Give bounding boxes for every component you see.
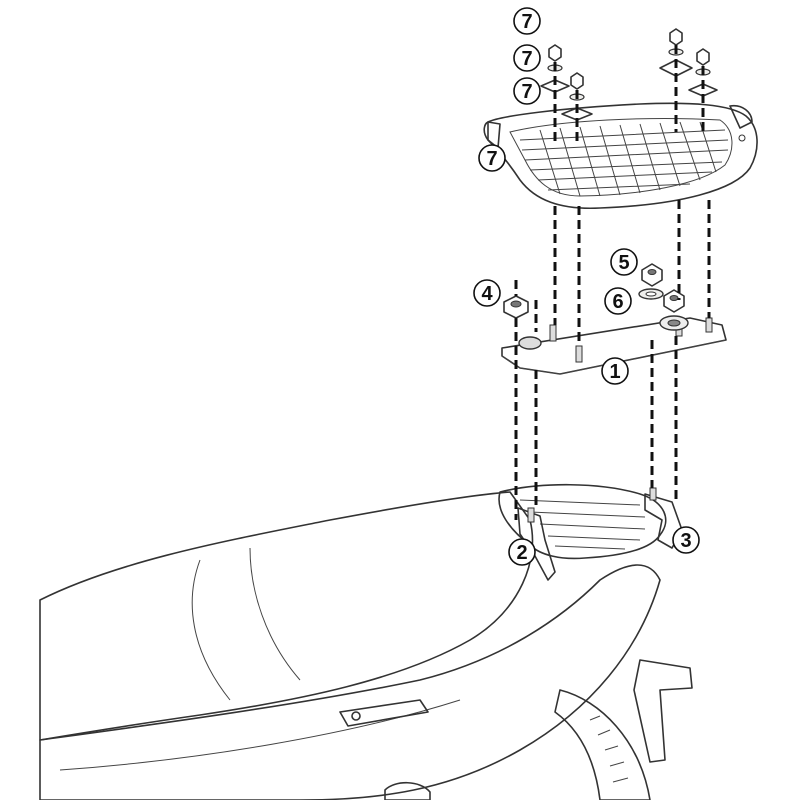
- callout-3-label: 3: [680, 530, 691, 552]
- callout-7c-label: 7: [521, 81, 532, 103]
- rail-bolt: [351, 711, 361, 721]
- callout-5: 5: [610, 248, 638, 276]
- body-line: [59, 699, 461, 771]
- nut-6b: [663, 289, 685, 313]
- callout-2: 2: [508, 538, 536, 566]
- scooter-rear-cowl: [39, 564, 661, 800]
- side-rail: [339, 699, 429, 727]
- callout-4-label: 4: [481, 283, 493, 305]
- callout-7b-label: 7: [521, 48, 532, 70]
- callout-6: 6: [604, 287, 632, 315]
- callout-7d: 7: [478, 144, 506, 172]
- callout-7d-label: 7: [486, 148, 497, 170]
- callout-7c: 7: [513, 77, 541, 105]
- scooter-seat: [39, 491, 534, 741]
- tire-tread: [589, 715, 629, 783]
- nut-4: [503, 295, 529, 319]
- callout-4: 4: [473, 279, 501, 307]
- callout-2-label: 2: [516, 542, 527, 564]
- callout-1: 1: [601, 357, 629, 385]
- topcase-base-plate: [483, 102, 758, 210]
- callout-7a: 7: [513, 7, 541, 35]
- washer-6: [638, 288, 664, 300]
- callout-1-label: 1: [609, 361, 620, 383]
- plate-stud: [575, 345, 583, 363]
- adapter-plate: [501, 315, 727, 375]
- seat-crease: [191, 559, 231, 701]
- spring-coil: [384, 781, 431, 800]
- plate-stud: [705, 317, 713, 333]
- bracket-2: [517, 507, 556, 581]
- hardware-7-stack: [540, 28, 718, 121]
- plate-stud: [549, 324, 557, 342]
- seat-crease-2: [249, 547, 301, 681]
- alignment-lines: [514, 45, 711, 520]
- callout-3: 3: [672, 526, 700, 554]
- callout-6-label: 6: [612, 291, 623, 313]
- callout-5-label: 5: [618, 252, 629, 274]
- callout-7a-label: 7: [521, 11, 532, 33]
- nut-5: [641, 263, 663, 287]
- scooter-body: [39, 491, 693, 800]
- callout-7b: 7: [513, 44, 541, 72]
- rear-lever: [633, 659, 693, 763]
- rear-tire: [554, 689, 651, 800]
- plate-nut: [518, 336, 542, 350]
